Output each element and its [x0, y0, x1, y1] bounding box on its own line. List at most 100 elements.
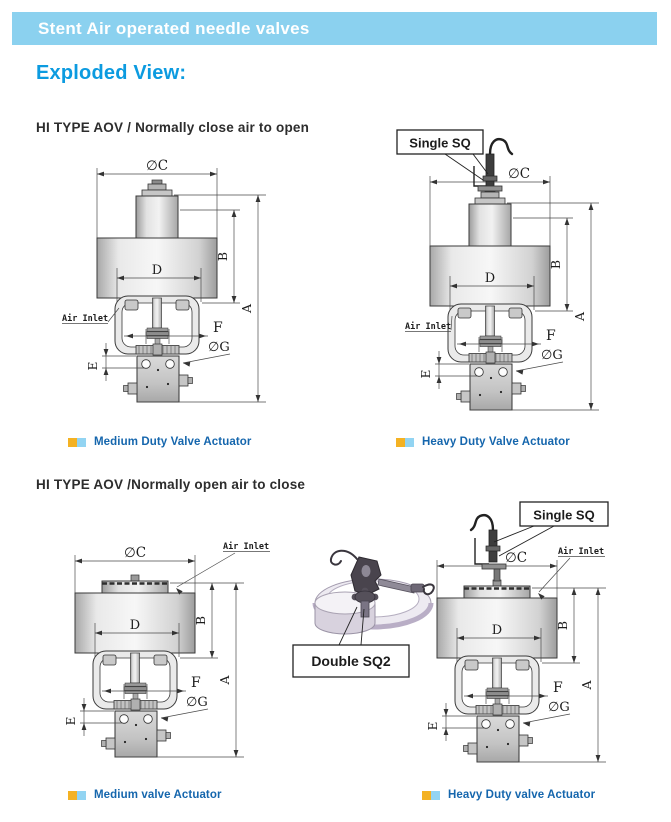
- valve-drawing: ∅C D F E ∅G B A Air Inlet: [64, 541, 270, 758]
- top-nut: [480, 191, 500, 199]
- yoke-bolt-left: [464, 659, 479, 671]
- dim-label-b: B: [193, 616, 208, 625]
- yoke-bolt-left: [124, 299, 139, 311]
- dim-label-g: ∅G: [208, 340, 230, 355]
- actuator-cylinder: [135, 195, 179, 239]
- port-hole: [119, 714, 129, 724]
- diagram-medium-duty-valve-actuator: ∅C D F E ∅G B A Air Inlet: [62, 158, 266, 403]
- dim-label-d: D: [130, 618, 140, 633]
- side-nut-right: [511, 382, 522, 395]
- dim-label-c: ∅C: [508, 166, 530, 182]
- cable-left: [329, 549, 358, 566]
- side-nut-right: [156, 729, 167, 742]
- section-heading-normally-close: HI TYPE AOV / Normally close air to open: [36, 120, 310, 135]
- diagram-heavy-duty-valve-actuator-2: ∅C D F E ∅G B A Air Inlet Single SQ: [426, 501, 609, 763]
- side-nut-left: [460, 390, 471, 403]
- port-hole: [143, 714, 153, 724]
- dim-label-c: ∅C: [124, 545, 146, 561]
- yoke-bolt-right: [508, 307, 523, 319]
- top-nut: [147, 183, 167, 191]
- caption-label: Medium valve Actuator: [94, 789, 222, 801]
- yoke-bolt-right: [515, 659, 530, 671]
- port-hole: [165, 359, 175, 369]
- valve-drawing: ∅C D F E ∅G B A Air Inlet Single SQ: [426, 501, 609, 763]
- switch-cable: [469, 514, 495, 532]
- air-inlet-label: Air Inlet: [223, 541, 269, 552]
- side-nut-left: [105, 737, 116, 750]
- dim-label-f: F: [546, 328, 556, 344]
- dim-label-g: ∅G: [186, 695, 208, 710]
- cable-right: [422, 583, 435, 596]
- single-sq-label: Single SQ: [533, 508, 594, 523]
- side-nut-right: [518, 734, 529, 747]
- valve-stem: [152, 297, 162, 329]
- single-sq-callout-box: [396, 129, 484, 155]
- port-hole: [481, 719, 491, 729]
- section-heading-normally-open: HI TYPE AOV /Normally open air to close: [36, 477, 306, 492]
- double-sq2-label: Double SQ2: [311, 653, 391, 669]
- dim-label-b: B: [215, 252, 230, 261]
- caption-label: Medium Duty Valve Actuator: [94, 436, 252, 448]
- caption-label: Heavy Duty valve Actuator: [448, 789, 596, 801]
- port-hole: [474, 367, 484, 377]
- dim-label-b: B: [555, 621, 570, 630]
- side-nut-left: [467, 742, 478, 755]
- air-inlet-label: Air Inlet: [558, 546, 604, 557]
- dim-label-c: ∅C: [146, 158, 168, 174]
- dim-label-a: A: [572, 311, 587, 322]
- caption-heavy-no: Heavy Duty valve Actuator: [422, 789, 595, 801]
- page-header-bar: Stent Air operated needle valves: [12, 12, 657, 45]
- dim-label-f: F: [191, 675, 201, 691]
- caption-medium-duty-nc: Medium Duty Valve Actuator: [68, 436, 251, 448]
- dim-label-a: A: [579, 680, 594, 691]
- single-sq-callout-box: [519, 501, 609, 527]
- dim-label-f: F: [213, 320, 223, 336]
- double-sq2-photo: Double SQ2: [292, 549, 435, 678]
- port-hole: [141, 359, 151, 369]
- caption-medium-no: Medium valve Actuator: [68, 789, 222, 801]
- switch-rod: [377, 578, 416, 594]
- dim-label-f: F: [553, 680, 563, 696]
- yoke-bolt-left: [102, 654, 117, 666]
- legend-squares-icon: [396, 437, 414, 447]
- air-inlet-label: Air Inlet: [62, 313, 108, 324]
- page-header-title: Stent Air operated needle valves: [38, 19, 310, 38]
- dim-label-b: B: [548, 260, 563, 269]
- valve-stem: [492, 657, 502, 689]
- port-hole: [498, 367, 508, 377]
- dim-label-e: E: [426, 722, 440, 731]
- dim-label-e: E: [64, 717, 78, 726]
- legend-squares-icon: [68, 790, 86, 800]
- caption-label: Heavy Duty Valve Actuator: [422, 436, 570, 448]
- double-sq2-callout-box: [292, 644, 410, 678]
- air-inlet-label: Air Inlet: [405, 321, 451, 332]
- dim-label-e: E: [419, 370, 433, 379]
- dim-label-g: ∅G: [548, 700, 570, 715]
- port-hole: [505, 719, 515, 729]
- actuator-cylinder: [468, 203, 512, 247]
- single-sq-label: Single SQ: [409, 136, 470, 151]
- side-nut-left: [127, 382, 138, 395]
- yoke-bolt-left: [457, 307, 472, 319]
- page-title: Exploded View:: [36, 62, 187, 84]
- valve-stem: [485, 305, 495, 337]
- double-sq2-drawing: Double SQ2: [292, 549, 435, 678]
- legend-squares-icon: [68, 437, 86, 447]
- dim-label-a: A: [239, 303, 254, 314]
- legend-squares-icon: [422, 790, 440, 800]
- switch-cable: [488, 138, 514, 156]
- dim-label-d: D: [485, 271, 495, 286]
- dim-label-e: E: [86, 362, 100, 371]
- diagram-medium-valve-actuator: ∅C D F E ∅G B A Air Inlet: [64, 541, 270, 758]
- yoke-bolt-right: [153, 654, 168, 666]
- yoke-bolt-right: [175, 299, 190, 311]
- valve-drawing: ∅C D F E ∅G B A Air Inlet: [62, 158, 266, 403]
- dim-label-d: D: [492, 623, 502, 638]
- dim-label-c: ∅C: [505, 550, 527, 566]
- dim-label-a: A: [217, 675, 232, 686]
- valve-stem: [130, 652, 140, 684]
- dim-label-d: D: [152, 263, 162, 278]
